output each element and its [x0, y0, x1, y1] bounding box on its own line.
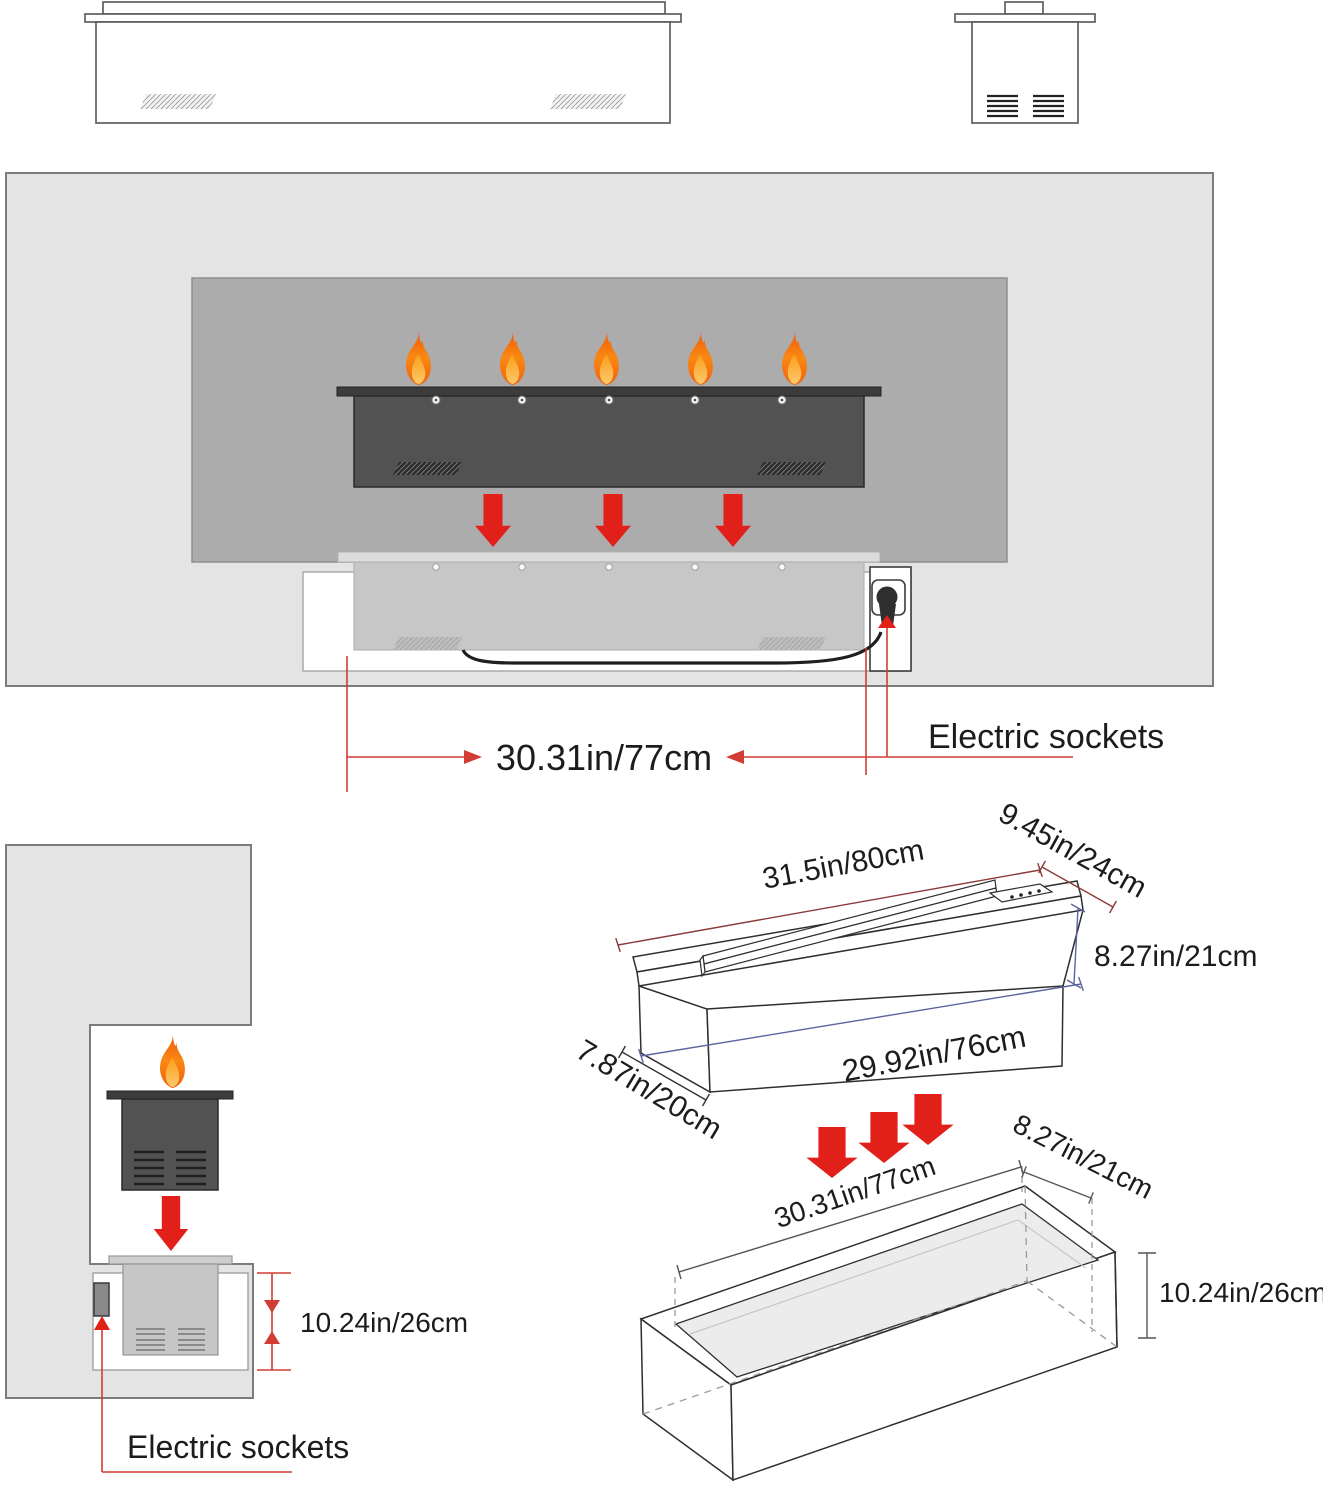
down-arrow-icon [806, 1127, 858, 1178]
dimension-lines-black [617, 1045, 711, 1107]
cavity-height-dimension-label: 10.24in/26cm [300, 1307, 468, 1338]
control-panel [988, 883, 1054, 903]
cavity-flange [108, 1255, 233, 1265]
vent-icon [393, 637, 826, 650]
side-view-burner [1004, 1, 1044, 15]
side-install-diagram: 10.24in/26cm Electric sockets [5, 844, 468, 1473]
hidden-edges [642, 1185, 1118, 1415]
screw-icon [691, 563, 699, 571]
cavity-box-side [108, 1255, 233, 1356]
cavity-width-dimension-label: 30.31in/77cm [770, 1150, 939, 1234]
down-arrow-icon [153, 1196, 189, 1251]
screw-icon [432, 563, 440, 571]
power-socket-icon [93, 1282, 110, 1317]
unit-top-plate [106, 1090, 234, 1100]
screw-icon [604, 395, 614, 405]
screw-icon [777, 395, 787, 405]
down-arrowhead-icon [264, 1300, 280, 1313]
fireplace-unit-front [336, 386, 882, 488]
screw-icon [517, 395, 527, 405]
power-socket-icon [871, 579, 906, 626]
side-view-flange [954, 13, 1096, 23]
electric-sockets-label: Electric sockets [928, 718, 1164, 756]
dimension-lines [101, 1272, 292, 1473]
power-cord [461, 631, 883, 665]
cavity-box-front [337, 551, 881, 651]
unit-top-plate [336, 386, 882, 397]
cavity-body [353, 561, 865, 651]
up-arrow-icon [94, 1316, 110, 1330]
unit-side-view-diagram [954, 1, 1096, 124]
screw-icon [690, 395, 700, 405]
screw-icon [605, 563, 613, 571]
screw-icon [518, 563, 526, 571]
dimension-lines [346, 628, 1073, 792]
screw-icon [778, 563, 786, 571]
iso-cavity-diagram: 30.31in/77cm 8.27in/21cm 10.24in/26cm [639, 1108, 1323, 1482]
cavity-unit-body [122, 1263, 219, 1356]
wall-side-section [5, 844, 254, 1399]
iso-unit-diagram: 31.5in/80cm 9.45in/24cm 8.27in/21cm 29.9… [570, 797, 1257, 1178]
cavity-width-dimension-label: 30.31in/77cm [496, 737, 712, 778]
up-arrow-icon [878, 615, 896, 628]
dimension-lines-blue [638, 903, 1086, 1064]
cavity-height-dimension-label: 10.24in/26cm [1159, 1277, 1323, 1308]
dimension-lines [676, 1159, 1156, 1339]
screw-icon [431, 395, 441, 405]
down-arrow-icon [858, 1112, 910, 1163]
unit-height-dimension-label: 8.27in/21cm [1094, 940, 1257, 973]
side-view-body [971, 21, 1079, 124]
screw-icons [432, 563, 786, 571]
top-view-lip [102, 1, 666, 15]
electric-sockets-label: Electric sockets [127, 1429, 349, 1465]
up-arrowhead-icon [264, 1331, 280, 1344]
vent-icon [140, 94, 626, 109]
plug-icon [876, 586, 898, 608]
down-arrow-icon [902, 1094, 954, 1145]
vent-icon [136, 1328, 205, 1351]
dimension-lines-red [615, 860, 1118, 953]
flame-icon [159, 1032, 185, 1089]
fireplace-unit-side [106, 1032, 234, 1191]
screw-icons [431, 395, 787, 405]
vent-icon [134, 1150, 206, 1186]
unit-length-dimension-label: 31.5in/80cm [760, 834, 927, 896]
vent-icon [987, 94, 1064, 118]
cavity-top-plate [337, 551, 881, 563]
unit-top-view-diagram [84, 1, 682, 124]
cavity-opening [674, 1203, 1100, 1378]
vent-icon [393, 462, 826, 475]
unit-front-face [706, 985, 1064, 1093]
wall-install-diagram: 30.31in/77cm Electric sockets [5, 172, 1214, 792]
top-view-flange [84, 13, 682, 23]
right-arrowhead-icon [464, 750, 482, 764]
left-arrowhead-icon [726, 750, 744, 764]
